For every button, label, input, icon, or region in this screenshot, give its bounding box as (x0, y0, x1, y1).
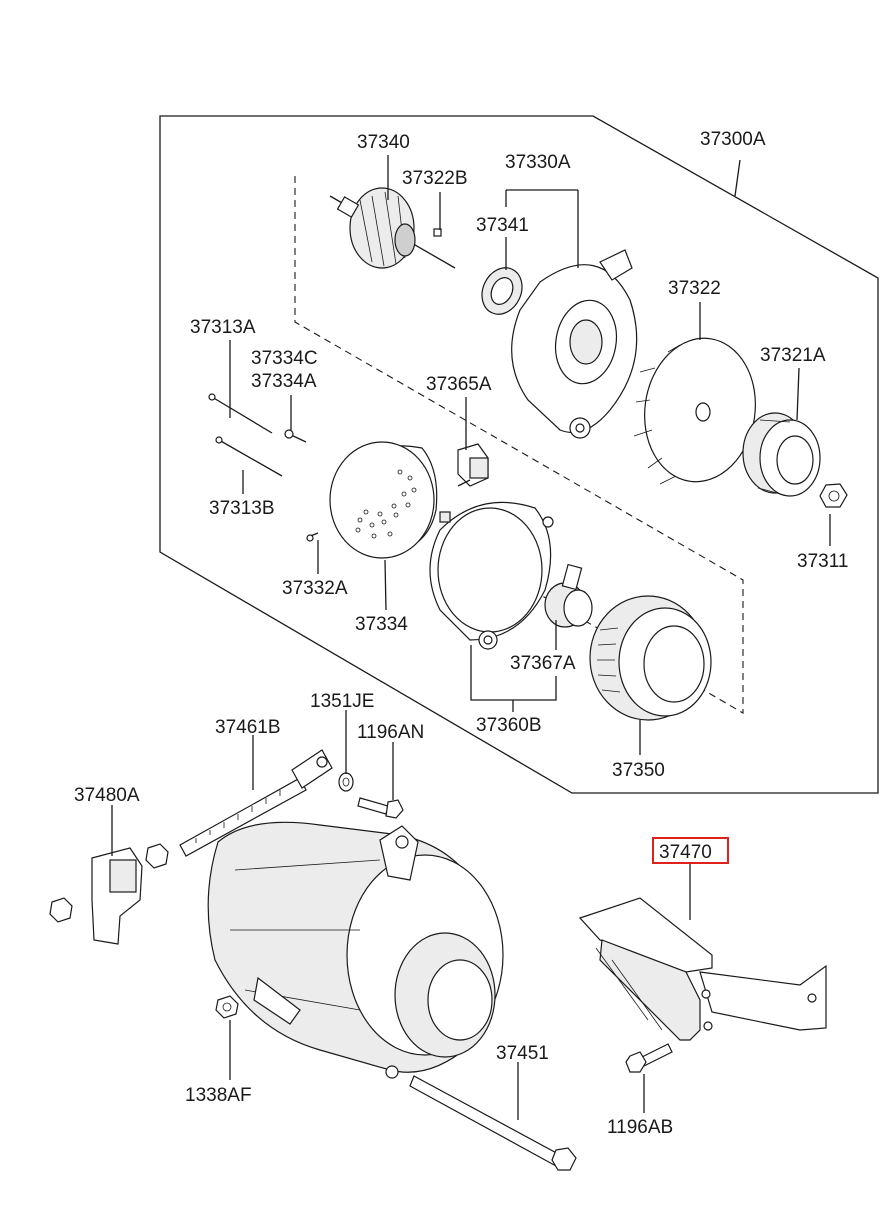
highlight-box-37470 (652, 837, 729, 864)
label-37451[interactable]: 37451 (496, 1043, 549, 1064)
label-37321a[interactable]: 37321A (760, 345, 826, 366)
bolt-1196ab-part[interactable] (625, 1043, 673, 1073)
rotor-part[interactable] (329, 187, 456, 269)
label-37322[interactable]: 37322 (668, 278, 721, 299)
screw-37332a-part[interactable] (306, 532, 319, 542)
label-37461b[interactable]: 37461B (215, 717, 281, 738)
part-labels: 37300A 37340 37322B 37330A 37341 37322 3… (74, 129, 848, 1138)
screw-37334a-part[interactable] (284, 429, 307, 443)
leader-lines (111, 155, 831, 1120)
rear-bracket-part[interactable] (429, 501, 554, 650)
label-1338af[interactable]: 1338AF (185, 1085, 252, 1106)
label-37334[interactable]: 37334 (355, 614, 408, 635)
long-bolt-37451-part[interactable] (409, 1075, 577, 1171)
alternator-assembly (207, 821, 504, 1079)
adjusting-bolt-part[interactable] (179, 749, 333, 857)
label-37480a[interactable]: 37480A (74, 785, 140, 806)
nut-part[interactable] (819, 483, 848, 508)
fan-part[interactable] (633, 331, 764, 489)
rear-cover-part[interactable] (329, 441, 438, 559)
label-37313b[interactable]: 37313B (209, 498, 275, 519)
subassembly-dashed-box (294, 176, 744, 714)
label-37330a[interactable]: 37330A (505, 152, 571, 173)
brush-holder-part[interactable] (457, 443, 489, 487)
adjust-bracket-part[interactable] (49, 843, 169, 945)
bolt-1196an-part[interactable] (357, 797, 404, 819)
mounting-bracket-part[interactable] (578, 897, 827, 1041)
label-37313a[interactable]: 37313A (190, 317, 256, 338)
label-37332a[interactable]: 37332A (282, 578, 348, 599)
label-37470[interactable]: 37470 (659, 842, 712, 863)
label-1351je[interactable]: 1351JE (310, 691, 374, 712)
spacer-part[interactable] (433, 228, 442, 237)
pulley-part[interactable] (742, 412, 821, 497)
label-1196ab[interactable]: 1196AB (607, 1117, 673, 1138)
label-37322b[interactable]: 37322B (402, 168, 468, 189)
label-37341[interactable]: 37341 (476, 215, 529, 236)
front-bracket-part[interactable] (511, 249, 638, 439)
label-37360b[interactable]: 37360B (476, 715, 542, 736)
bearing-part[interactable] (475, 261, 530, 321)
label-37300a[interactable]: 37300A (700, 129, 766, 150)
label-37350[interactable]: 37350 (612, 760, 665, 781)
regulator-part[interactable] (544, 563, 593, 628)
through-bolt-a-part[interactable] (208, 393, 273, 434)
label-37365a[interactable]: 37365A (426, 374, 492, 395)
through-bolt-b-part[interactable] (215, 436, 283, 477)
washer-1351je-part[interactable] (338, 772, 354, 792)
assembly-frame (159, 115, 879, 794)
label-37334a[interactable]: 37334A (251, 371, 317, 392)
label-37311[interactable]: 37311 (797, 551, 848, 572)
label-37367a[interactable]: 37367A (510, 653, 576, 674)
label-37334c[interactable]: 37334C (251, 348, 318, 369)
nut-1338af-part[interactable] (215, 995, 239, 1019)
label-1196an[interactable]: 1196AN (357, 722, 424, 743)
stator-part[interactable] (589, 595, 712, 721)
label-37340[interactable]: 37340 (357, 132, 410, 153)
